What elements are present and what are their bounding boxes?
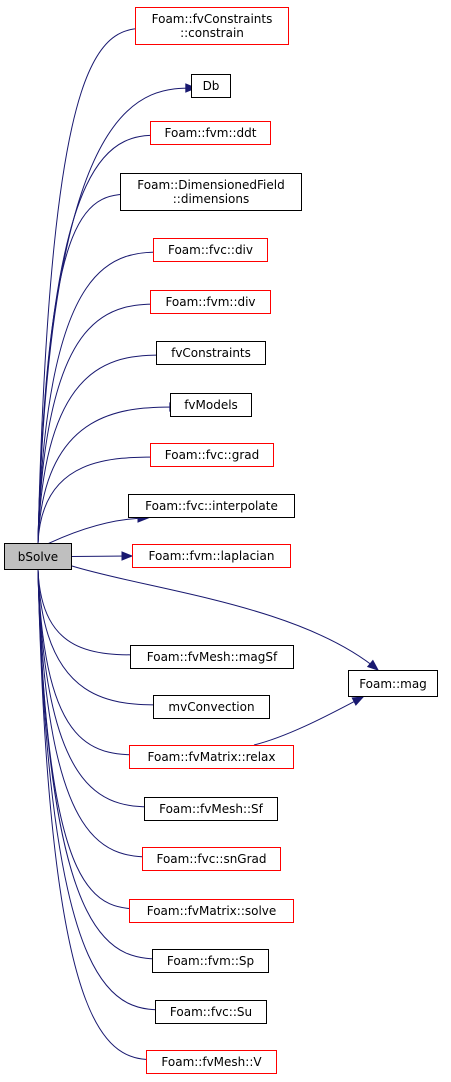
edge-relax-to-mag bbox=[253, 696, 364, 746]
arrowhead-mag bbox=[351, 696, 365, 706]
node-label-line: Foam::fvm::Sp bbox=[166, 954, 255, 968]
node-mvconvection[interactable]: mvConvection bbox=[153, 695, 270, 719]
edge-bsolve-to-sf bbox=[37, 569, 161, 808]
arrowhead-fvm-laplacian bbox=[121, 551, 134, 561]
node-fvc-div[interactable]: Foam::fvc::div bbox=[153, 238, 268, 262]
node-fvmesh-v[interactable]: Foam::fvMesh::V bbox=[146, 1050, 277, 1074]
node-label-line: bSolve bbox=[17, 549, 59, 564]
node-fvmatrix-relax[interactable]: Foam::fvMatrix::relax bbox=[129, 745, 294, 769]
edge-bsolve-to-v bbox=[37, 569, 162, 1061]
node-label-line: Foam::DimensionedField bbox=[137, 178, 285, 192]
node-label-line: Foam::fvc::interpolate bbox=[145, 499, 278, 513]
arrowhead-db bbox=[185, 83, 198, 93]
edge-bsolve-to-su bbox=[37, 569, 169, 1011]
edge-bsolve-to-fvmodels bbox=[37, 406, 180, 544]
node-label-line: ::constrain bbox=[180, 26, 244, 40]
edge-bsolve-to-sp bbox=[37, 569, 167, 960]
edge-bsolve-to-dimensions bbox=[37, 193, 139, 544]
node-label-line: Foam::fvMesh::Sf bbox=[159, 802, 263, 816]
node-label-line: Db bbox=[202, 79, 220, 93]
node-fvconstraints[interactable]: fvConstraints bbox=[156, 341, 266, 365]
node-fvc-interpolate[interactable]: Foam::fvc::interpolate bbox=[128, 494, 295, 518]
node-dimensionedfield-dimensions[interactable]: Foam::DimensionedField::dimensions bbox=[120, 173, 302, 211]
node-fvm-div[interactable]: Foam::fvm::div bbox=[150, 290, 271, 314]
node-label-line: Foam::fvMatrix::relax bbox=[147, 750, 276, 764]
node-label-line: ::dimensions bbox=[172, 192, 250, 206]
node-fvm-laplacian[interactable]: Foam::fvm::laplacian bbox=[132, 544, 291, 568]
node-fvmodels[interactable]: fvModels bbox=[170, 393, 252, 417]
edge-bsolve-to-magsf bbox=[37, 569, 149, 656]
node-label-line: Foam::fvMatrix::solve bbox=[146, 904, 277, 918]
node-label-line: fvConstraints bbox=[171, 346, 251, 360]
edge-bsolve-to-sngrad bbox=[37, 569, 159, 858]
node-fvmesh-sf[interactable]: Foam::fvMesh::Sf bbox=[144, 797, 278, 821]
node-foam-mag[interactable]: Foam::mag bbox=[348, 670, 438, 697]
edge-bsolve-to-fvm-div bbox=[37, 303, 165, 544]
edge-bsolve-to-constrain bbox=[37, 27, 154, 544]
node-fvmatrix-solve[interactable]: Foam::fvMatrix::solve bbox=[129, 899, 294, 923]
node-label-line: mvConvection bbox=[168, 700, 255, 714]
node-label-line: Foam::fvc::div bbox=[167, 243, 253, 257]
node-fvconstraints-constrain[interactable]: Foam::fvConstraints::constrain bbox=[135, 7, 289, 45]
node-label-line: Foam::fvConstraints bbox=[151, 12, 273, 26]
edge-bsolve-to-fvc-grad bbox=[37, 456, 165, 544]
node-label-line: Foam::fvc::snGrad bbox=[156, 852, 267, 866]
arrowhead-mag bbox=[366, 659, 380, 671]
edge-bsolve-to-fvc-div bbox=[37, 251, 167, 544]
node-label-line: Foam::fvm::ddt bbox=[164, 126, 257, 140]
edge-bsolve-to-mag bbox=[71, 565, 379, 671]
node-fvmesh-magsf[interactable]: Foam::fvMesh::magSf bbox=[130, 645, 294, 669]
node-label-line: Foam::fvc::Su bbox=[169, 1005, 253, 1019]
node-label-line: fvModels bbox=[184, 398, 238, 412]
node-db[interactable]: Db bbox=[191, 74, 231, 98]
node-label-line: Foam::fvMesh::magSf bbox=[146, 650, 278, 664]
edge-bsolve-to-fvconstraints bbox=[37, 354, 170, 544]
node-fvm-ddt[interactable]: Foam::fvm::ddt bbox=[150, 121, 271, 145]
edge-bsolve-to-mvconvection bbox=[37, 569, 168, 706]
node-label-line: Foam::fvc::grad bbox=[164, 448, 260, 462]
edge-bsolve-to-relax bbox=[37, 569, 148, 756]
node-label-line: Foam::fvm::laplacian bbox=[148, 549, 275, 563]
node-fvc-sngrad[interactable]: Foam::fvc::snGrad bbox=[142, 847, 281, 871]
node-bsolve: bSolve bbox=[4, 543, 72, 570]
node-fvc-su[interactable]: Foam::fvc::Su bbox=[155, 1000, 267, 1024]
node-label-line: Foam::mag bbox=[359, 676, 427, 691]
edge-bsolve-to-db bbox=[37, 87, 196, 544]
node-label-line: Foam::fvMesh::V bbox=[161, 1055, 262, 1069]
node-fvm-sp[interactable]: Foam::fvm::Sp bbox=[152, 949, 269, 973]
node-fvc-grad[interactable]: Foam::fvc::grad bbox=[150, 443, 274, 467]
node-label-line: Foam::fvm::div bbox=[165, 295, 256, 309]
